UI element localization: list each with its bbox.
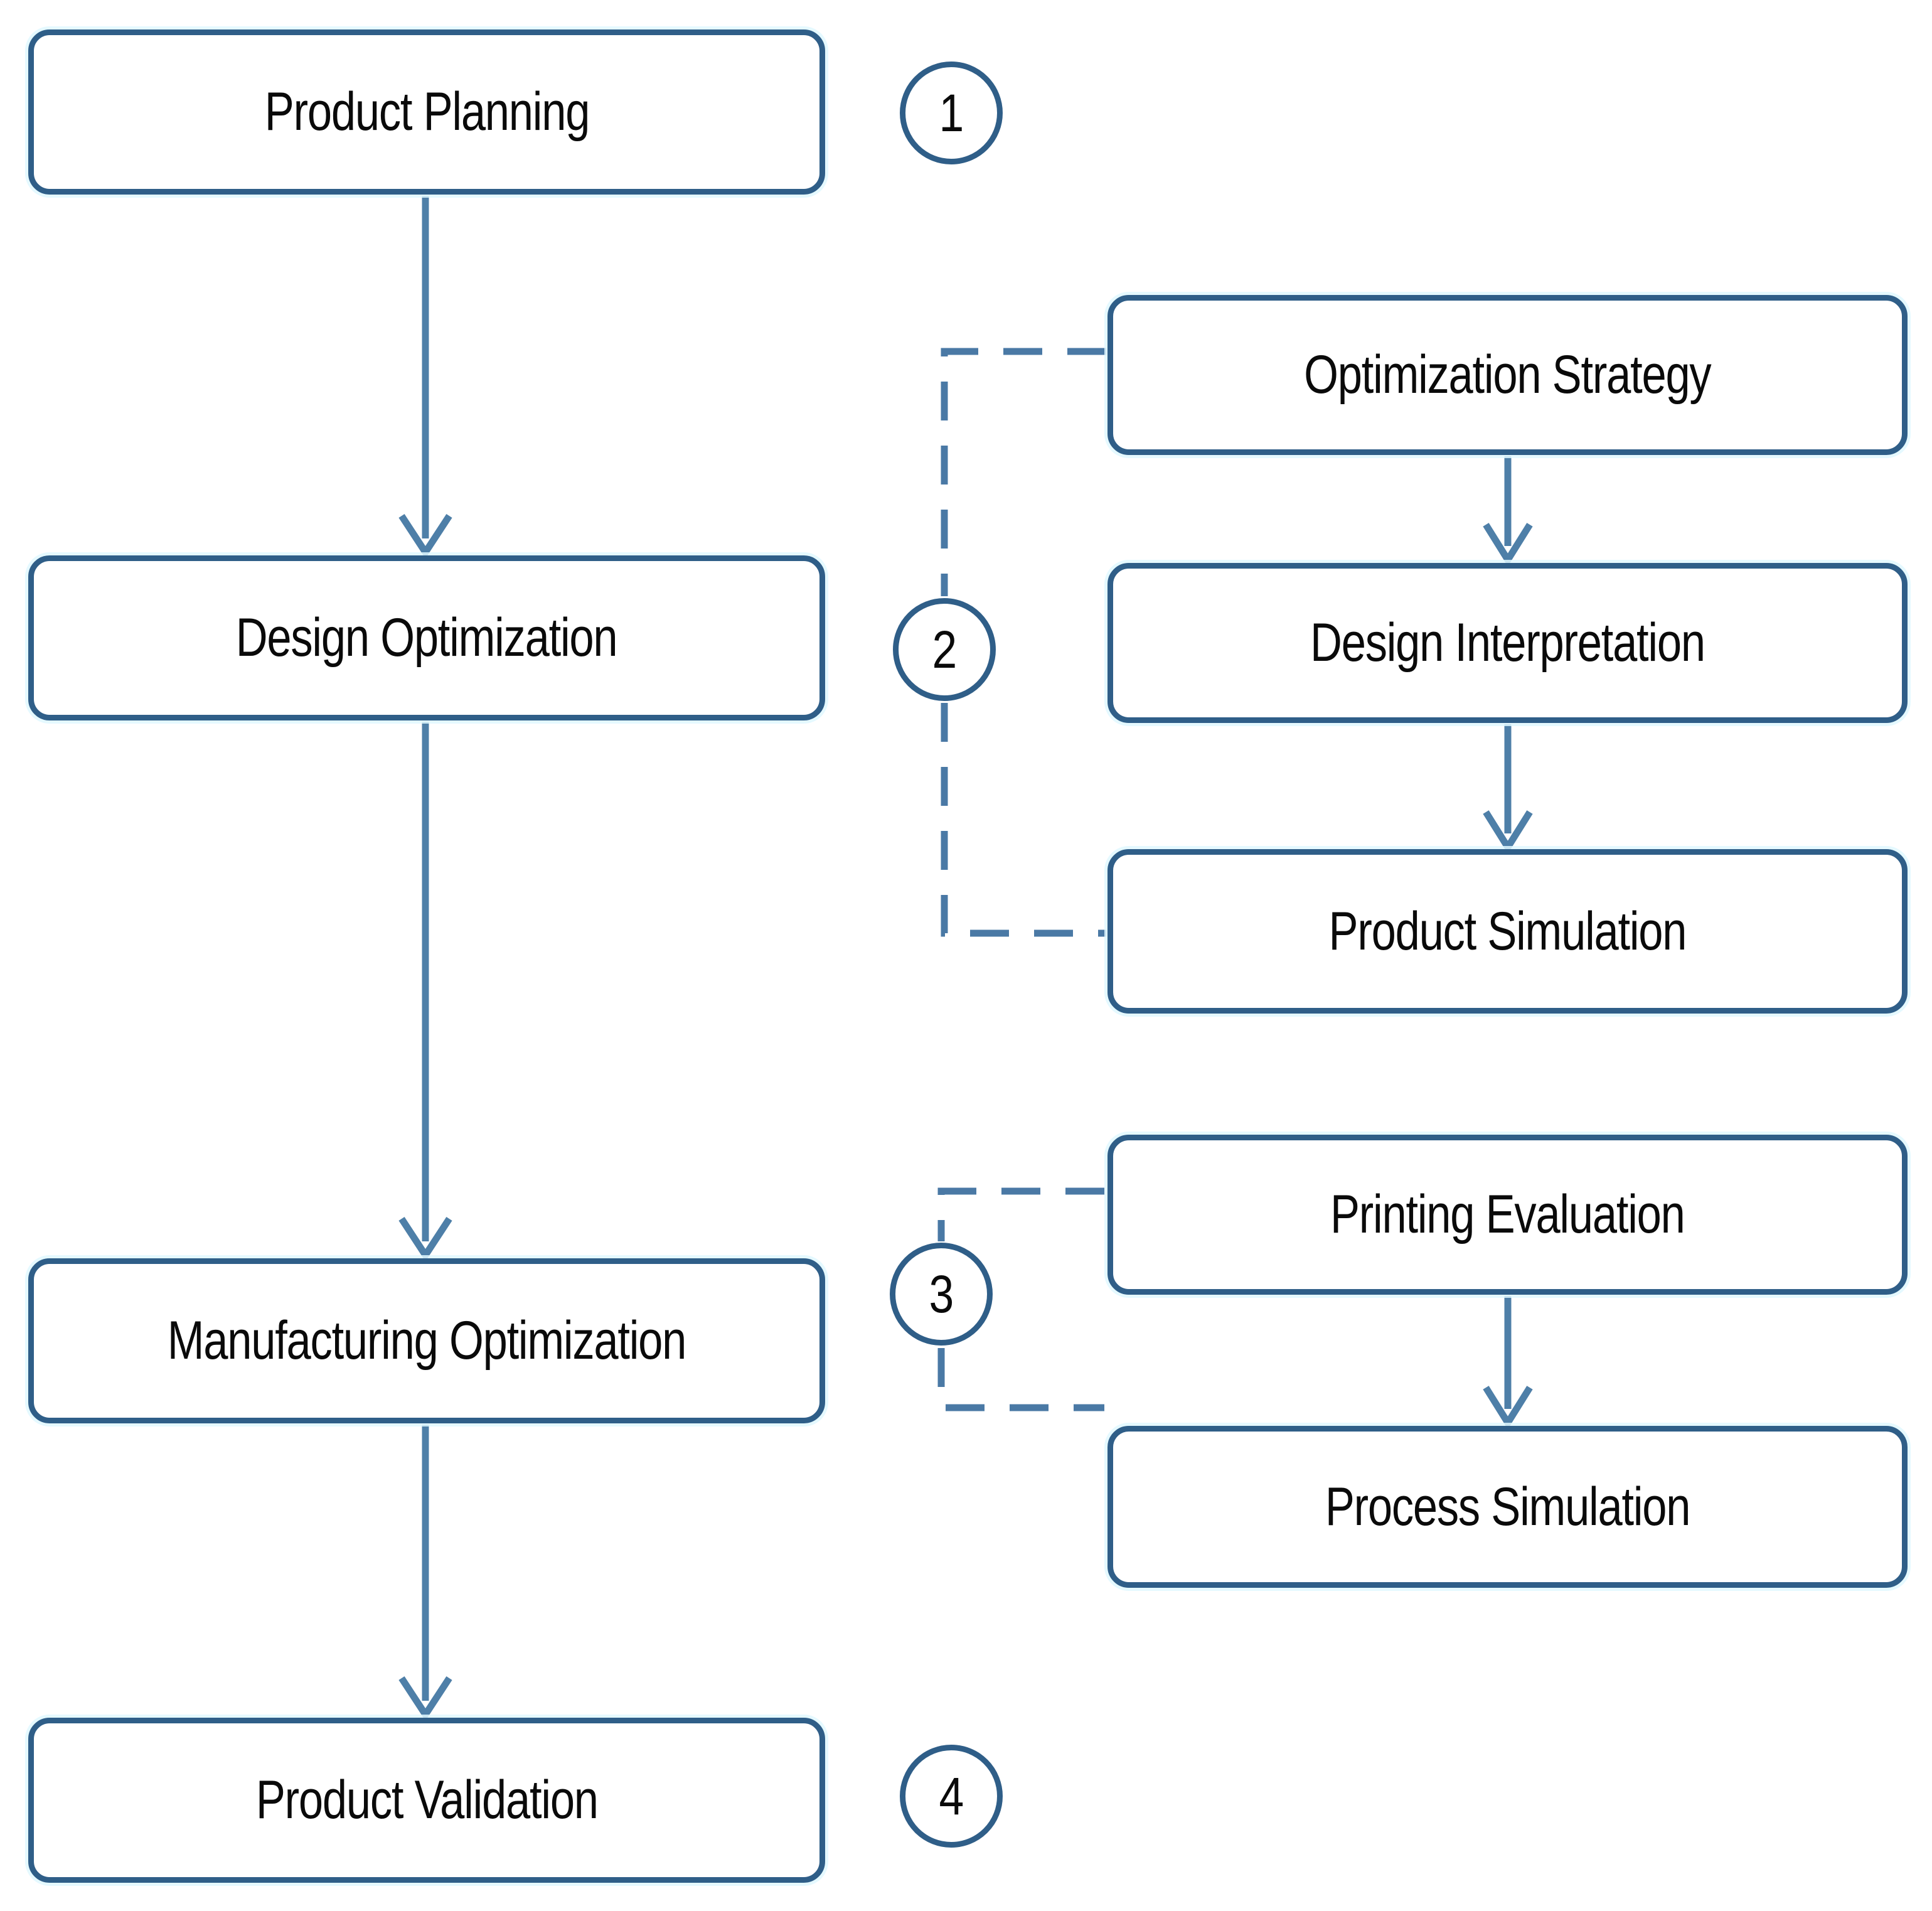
arrow-planning-to-design	[398, 196, 452, 559]
step-badge-3-label: 3	[929, 1264, 954, 1324]
arrow-design-to-manufacturing	[398, 722, 452, 1262]
node-printing-evaluation-label: Printing Evaluation	[1330, 1184, 1685, 1245]
step-badge-4[interactable]: 4	[900, 1745, 1003, 1848]
node-product-validation[interactable]: Product Validation	[28, 1718, 825, 1883]
arrow-printing-to-process	[1483, 1296, 1533, 1430]
node-design-optimization-label: Design Optimization	[236, 608, 618, 668]
arrow-manufacturing-to-validation	[398, 1425, 452, 1721]
node-design-optimization[interactable]: Design Optimization	[28, 555, 825, 720]
node-product-simulation-label: Product Simulation	[1328, 901, 1687, 961]
step-badge-3[interactable]: 3	[890, 1243, 993, 1346]
step-badge-4-label: 4	[939, 1766, 964, 1826]
arrow-interpretation-to-simulation	[1483, 724, 1533, 854]
node-printing-evaluation[interactable]: Printing Evaluation	[1107, 1135, 1908, 1295]
node-product-planning[interactable]: Product Planning	[28, 29, 825, 195]
node-optimization-strategy-label: Optimization Strategy	[1304, 345, 1712, 405]
node-product-validation-label: Product Validation	[255, 1770, 599, 1830]
step-badge-1[interactable]: 1	[900, 62, 1003, 164]
bracket-step-3	[937, 1187, 1104, 1411]
node-optimization-strategy[interactable]: Optimization Strategy	[1107, 295, 1908, 455]
node-process-simulation-label: Process Simulation	[1325, 1476, 1691, 1537]
node-product-planning-label: Product Planning	[264, 82, 590, 142]
step-badge-2[interactable]: 2	[893, 598, 996, 701]
node-product-simulation[interactable]: Product Simulation	[1107, 849, 1908, 1014]
node-manufacturing-optimization-label: Manufacturing Optimization	[167, 1310, 687, 1371]
step-badge-2-label: 2	[932, 619, 957, 679]
arrow-strategy-to-interpretation	[1483, 456, 1533, 567]
node-manufacturing-optimization[interactable]: Manufacturing Optimization	[28, 1258, 825, 1423]
bracket-step-2	[941, 348, 1106, 937]
step-badge-1-label: 1	[939, 83, 964, 142]
node-design-interpretation-label: Design Interpretation	[1310, 613, 1705, 673]
node-process-simulation[interactable]: Process Simulation	[1107, 1426, 1908, 1588]
node-design-interpretation[interactable]: Design Interpretation	[1107, 563, 1908, 723]
